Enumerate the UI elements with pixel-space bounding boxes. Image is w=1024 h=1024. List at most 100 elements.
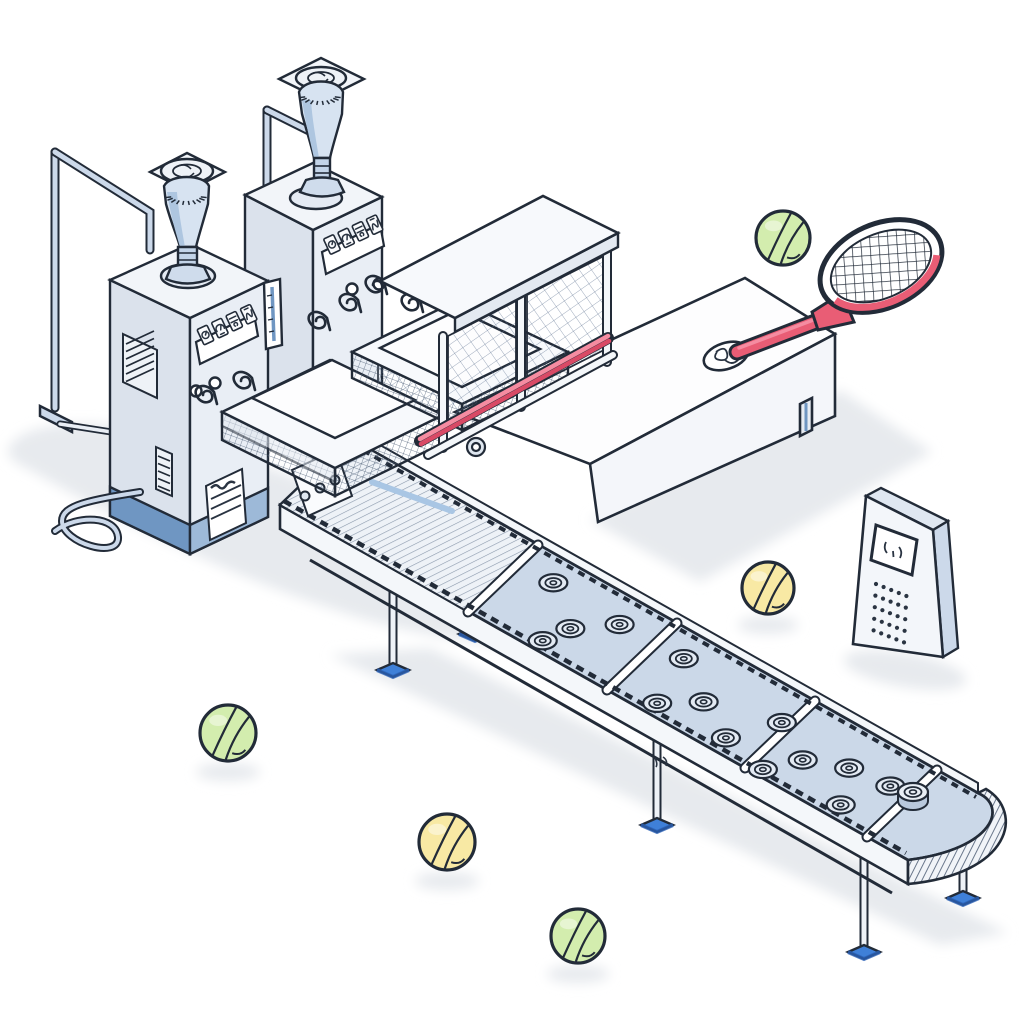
green-ball-air-seam — [786, 253, 801, 260]
collar-tick — [167, 197, 173, 201]
keypad-dot — [873, 581, 879, 587]
yellow-ball-bottom-highlight — [428, 823, 447, 836]
kiosk-screen-glyphs — [883, 541, 903, 559]
yellow-ball-right-seam — [752, 563, 777, 610]
dial-icon — [327, 239, 337, 249]
green-ball-air — [754, 209, 812, 267]
machine2-panel — [320, 214, 386, 276]
ball-mould-spiral — [527, 631, 558, 651]
dial-icon — [201, 330, 210, 340]
ball-mould-spiral — [604, 614, 635, 635]
machine1-lower-vent — [155, 445, 173, 498]
cage-motor — [465, 436, 487, 458]
green-ball-bottom-highlight — [559, 918, 578, 930]
yellow-ball-right — [740, 560, 796, 616]
keypad-dot — [872, 605, 877, 610]
belt-end-tread — [906, 787, 1008, 886]
keypad-dot — [896, 590, 901, 596]
table-front — [588, 331, 837, 524]
yellow-ball-bottom-seam — [443, 825, 469, 869]
green-ball-left-seam — [211, 706, 238, 756]
plate-line — [210, 504, 242, 520]
hopper-collar-ticks — [165, 196, 207, 206]
yellow-ball-right-body — [740, 560, 796, 616]
meter-icon — [228, 315, 239, 327]
yellow-ball-right-highlight — [750, 571, 768, 582]
collar-tick — [165, 196, 172, 199]
plate-line — [210, 484, 242, 500]
keypad-dot — [895, 614, 900, 619]
green-ball-left-seam — [224, 716, 250, 760]
vent-slat — [125, 360, 155, 375]
ball-mould-spiral — [766, 712, 797, 733]
collar-tick — [182, 200, 185, 206]
yellow-ball-bottom — [417, 812, 477, 872]
hopper-collar-ticks — [299, 96, 341, 106]
keypad-dot — [872, 616, 877, 621]
machine1-sight-glass — [262, 277, 284, 351]
ball-mould-spiral — [688, 692, 719, 712]
press-unit-left — [219, 358, 446, 498]
squiggle-icon — [369, 217, 379, 231]
label-plate — [204, 467, 248, 542]
green-ball-left-body — [198, 703, 258, 763]
keypad-dot — [873, 593, 878, 598]
frame-scribble-rv — [654, 756, 668, 768]
ball-mould-spiral — [825, 795, 856, 815]
racket-strings — [829, 228, 933, 304]
keypad-dot — [871, 628, 876, 633]
cage-sill — [423, 350, 618, 460]
keypad-dot — [887, 622, 892, 627]
collar-tick — [316, 100, 319, 106]
kiosk-shadow — [843, 650, 967, 690]
yellow-ball-right-seam — [764, 572, 789, 614]
belt-edge-links-far — [351, 442, 977, 799]
vent-slat — [125, 345, 155, 360]
collar-tick — [326, 100, 331, 105]
keypad-dot — [903, 605, 908, 610]
vent-grilles — [122, 330, 173, 498]
keypad-dot — [880, 608, 885, 613]
keypad-dot — [880, 596, 886, 601]
yellow-ball-bottom-body — [417, 812, 477, 872]
collar-tick — [192, 200, 197, 205]
collar-tick — [199, 197, 205, 201]
keypad-dot — [904, 593, 909, 599]
green-ball-bottom-shadow — [547, 965, 609, 983]
keypad-dot — [903, 617, 908, 622]
kiosk-keypad-dots — [871, 581, 909, 645]
vent-slat — [157, 455, 171, 462]
machine1-hopper — [147, 151, 228, 285]
collar-tick — [301, 97, 307, 101]
vent-slat — [157, 485, 171, 492]
ball-mould-spiral — [642, 693, 673, 713]
collar-tick — [334, 96, 341, 99]
keypad-dot — [901, 640, 907, 645]
keypad-dot — [879, 631, 884, 636]
ball-mould-spiral — [787, 750, 818, 770]
tennis-racket — [728, 217, 945, 361]
collar-tick — [304, 98, 310, 104]
ball-mould-spiral — [668, 648, 699, 669]
green-ball-air-body — [754, 209, 812, 267]
collar-tick — [170, 198, 176, 204]
collar-tick — [196, 198, 202, 204]
ball-mould-spiral — [834, 758, 865, 778]
cage-canopy-top — [377, 194, 621, 320]
chute-highlight — [369, 479, 455, 514]
control-kiosk — [851, 486, 960, 660]
wound-ball-puck — [896, 781, 930, 811]
mesh-cage — [377, 194, 621, 460]
green-ball-left-shadow — [196, 763, 260, 781]
ball-mould-spiral — [747, 759, 778, 780]
belt-edge-links-near — [282, 499, 908, 855]
vent-slat — [125, 352, 155, 368]
vent-slat — [157, 462, 171, 470]
keypad-dot — [894, 637, 899, 642]
spring-hook — [232, 370, 257, 392]
conveyor-leg-front — [374, 584, 412, 680]
yellow-ball-right-shadow — [738, 616, 798, 634]
green-ball-air-highlight — [764, 220, 783, 232]
keypad-dot — [888, 599, 893, 604]
